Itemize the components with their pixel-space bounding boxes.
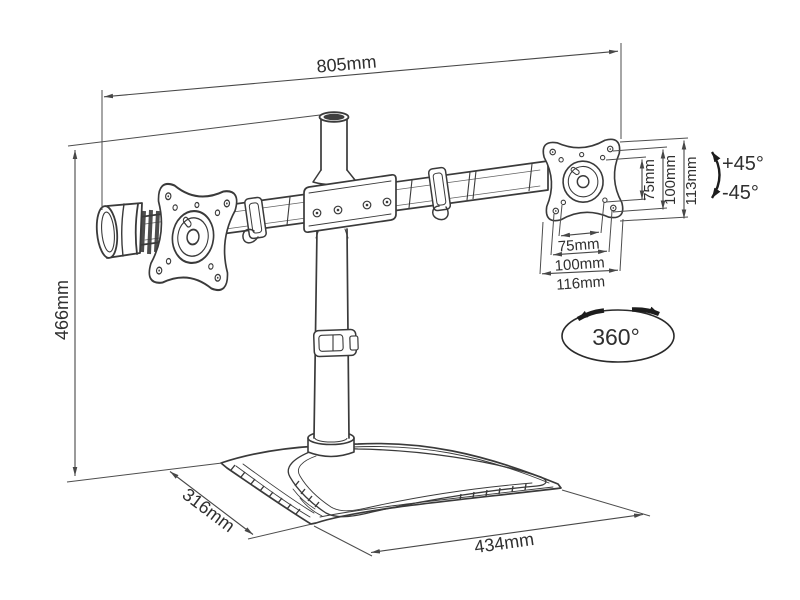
dimension-434: 434mm	[313, 489, 651, 557]
dimension-vesa-vertical-113: 113mm	[619, 137, 700, 222]
dim-label-vesa-h116: 116mm	[556, 273, 606, 293]
rotation-label: 360°	[592, 324, 640, 350]
crossbar-joint-ticks	[286, 163, 533, 226]
vesa-center-boss	[562, 160, 604, 203]
vesa-screw-holes	[549, 145, 617, 215]
dim-label-316: 316mm	[179, 484, 239, 536]
rotation-annotation: 360°	[561, 306, 675, 363]
pole-upper-segment	[312, 111, 356, 186]
dim-label-vesa-v100: 100mm	[662, 155, 679, 205]
pole-buckle	[312, 328, 359, 358]
rotation-ellipse-icon	[561, 309, 675, 363]
dimension-466: 466mm	[52, 114, 321, 483]
base	[220, 442, 562, 525]
cable-clip-right	[427, 166, 452, 221]
pole-clamp	[303, 173, 397, 234]
dimension-vesa-horizontal-116: 116mm	[539, 218, 624, 294]
base-rib-hatching	[230, 464, 527, 515]
center-pole	[312, 228, 359, 439]
dimension-vesa-vertical-75: 75mm	[605, 156, 658, 203]
dimension-vesa-vertical-100: 100mm	[612, 146, 679, 213]
tilt-annotation: +45° -45°	[710, 151, 764, 204]
dim-label-vesa-v75: 75mm	[641, 159, 658, 201]
tilt-up-label: +45°	[722, 153, 764, 175]
vesa-center-boss	[171, 210, 215, 264]
arm-hinge	[140, 209, 160, 255]
dim-label-466: 466mm	[52, 280, 72, 340]
tilt-arc-icon	[710, 151, 721, 199]
vesa-plate-left	[148, 182, 238, 292]
base-center-pad	[287, 447, 547, 518]
clamp-screws	[312, 197, 392, 218]
tilt-down-label: -45°	[722, 182, 759, 204]
dim-label-vesa-v113: 113mm	[683, 157, 700, 206]
left-arm-end-cap	[95, 202, 143, 259]
cable-clip-left	[242, 196, 267, 244]
dim-label-434: 434mm	[473, 529, 535, 557]
vesa-screw-holes	[155, 192, 231, 282]
vesa-plate-right	[542, 138, 624, 222]
